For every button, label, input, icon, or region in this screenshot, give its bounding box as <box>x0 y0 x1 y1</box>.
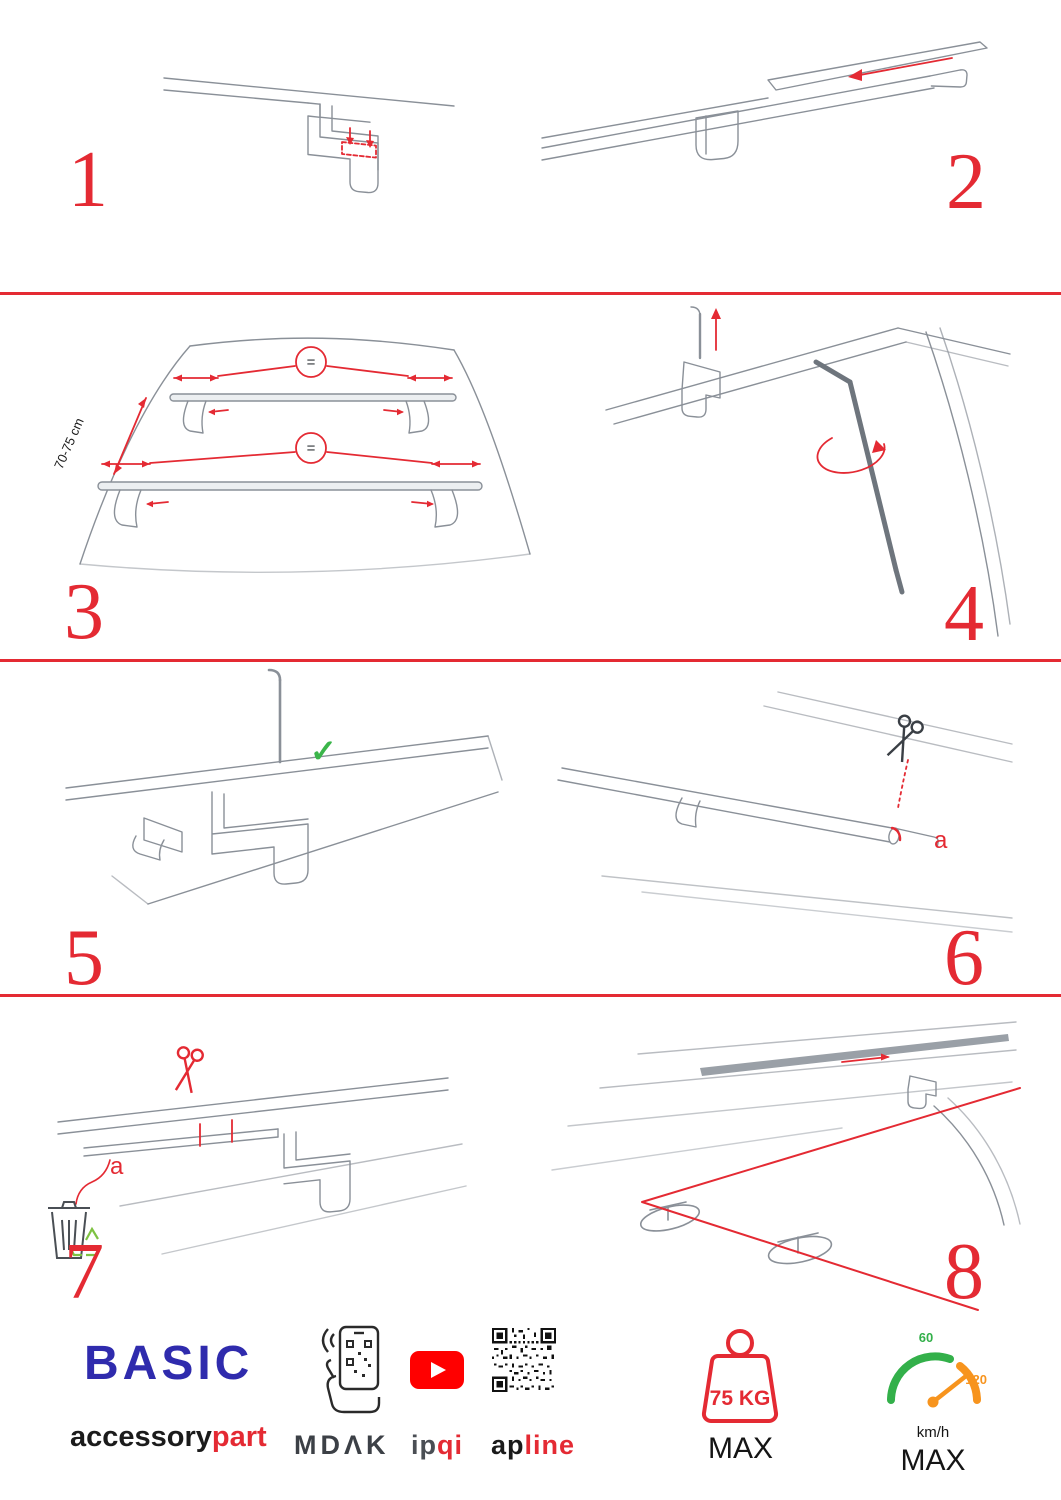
speedometer-icon: 60 120 <box>887 1330 987 1408</box>
cut-line-marks <box>890 759 909 842</box>
trash-bin-icon <box>48 1201 90 1259</box>
recycle-icon <box>69 1226 102 1257</box>
bar-distance-dimension: 70-75 cm <box>51 416 87 472</box>
speed-tick-high: 120 <box>965 1372 987 1387</box>
step-1-number: 1 <box>68 136 108 224</box>
step-5-number: 5 <box>64 914 104 1002</box>
step-3-number: 3 <box>64 568 104 656</box>
cut-marks <box>75 1119 233 1205</box>
step-6-number: 6 <box>944 914 984 1002</box>
cut-part-label: a <box>110 1153 124 1180</box>
step-8-number: 8 <box>944 1228 984 1316</box>
speed-max-label: MAX <box>900 1444 966 1477</box>
partner-ipqi-red: qi <box>437 1430 463 1460</box>
partner-apline-dark: ap <box>491 1430 525 1460</box>
step-6-illustration: a <box>557 691 1013 933</box>
speed-unit-label: km/h <box>916 1424 950 1441</box>
weight-limit-value: 75 KG <box>710 1387 771 1410</box>
step-5-illustration: ✓ <box>65 668 503 905</box>
check-icon: ✓ <box>310 733 337 769</box>
cut-strip-drawing <box>557 691 1013 933</box>
step-2-number: 2 <box>946 138 986 226</box>
section-divider <box>0 659 1061 662</box>
partner-ipqi-dark: ip <box>411 1430 437 1460</box>
step-8-illustration <box>551 1021 1021 1311</box>
partner-mdak: MDΛK <box>294 1430 390 1460</box>
insert-and-rotate-arrows <box>711 308 886 474</box>
partner-apline-red: line <box>524 1430 576 1460</box>
scissors-icon <box>886 714 924 763</box>
max-weight-icon: 75 KG <box>701 1329 779 1424</box>
trim-and-discard-drawing <box>57 1077 467 1255</box>
roof-crossbars-drawing <box>79 337 531 573</box>
speed-tick-low: 60 <box>919 1330 933 1345</box>
adapters-placement-drawing <box>551 1021 1021 1265</box>
brand-logo: BASIC <box>84 1337 254 1390</box>
partner-ipqi: ipqi <box>411 1430 463 1461</box>
step-4-number: 4 <box>944 570 984 658</box>
step-7-illustration: a <box>48 1046 467 1259</box>
clamp-seated-drawing <box>65 668 503 905</box>
hex-key-tighten-drawing <box>605 306 1011 637</box>
brand-subtitle-red: part <box>211 1421 267 1453</box>
partner-apline: apline <box>491 1430 575 1461</box>
rubber-pad-highlight <box>341 127 377 159</box>
qr-code-icon <box>492 1328 556 1392</box>
brand-subtitle-dark: accessory <box>70 1421 212 1453</box>
step-3-illustration: = = 70-75 cm <box>51 337 531 573</box>
equal-mark: = <box>307 440 316 457</box>
step-4-illustration <box>605 306 1011 637</box>
scissors-icon <box>174 1046 204 1094</box>
bar-slide-drawing <box>541 41 988 161</box>
slide-direction-arrow <box>848 57 953 81</box>
door-frame-clamp-drawing <box>163 77 455 194</box>
cut-part-label: a <box>934 827 948 854</box>
step-1-illustration <box>163 77 455 194</box>
alignment-guides <box>641 1053 1021 1311</box>
youtube-icon <box>410 1351 464 1389</box>
section-divider <box>0 292 1061 295</box>
step-2-illustration <box>541 41 988 161</box>
brand-subtitle: accessorypart <box>70 1421 267 1454</box>
step-7-number: 7 <box>64 1228 104 1316</box>
dimension-arrows <box>101 346 481 508</box>
section-divider <box>0 994 1061 997</box>
equal-mark: = <box>307 354 316 371</box>
phone-qr-scan-icon <box>321 1325 381 1414</box>
weight-max-label: MAX <box>707 1432 773 1465</box>
